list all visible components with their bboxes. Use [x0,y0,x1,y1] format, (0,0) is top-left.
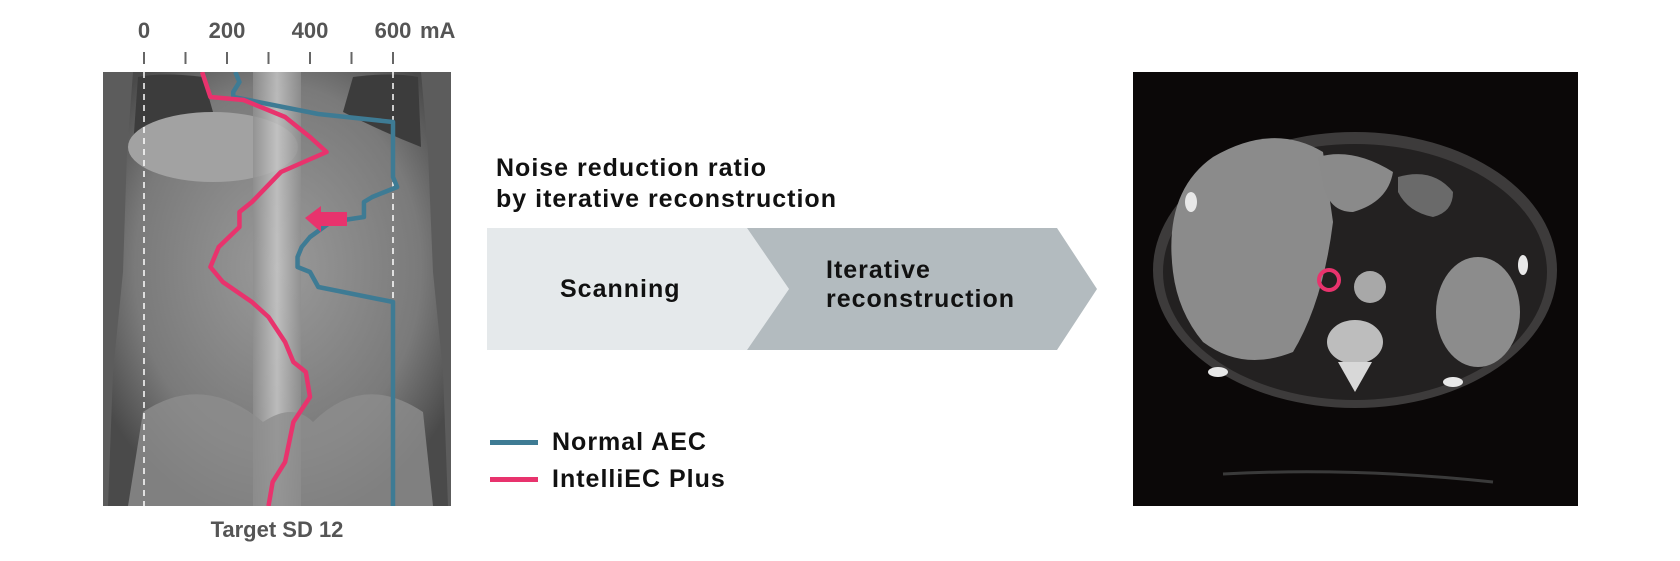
ct-rib-bottom-right [1443,377,1463,387]
flow-step-recon-label-line2: reconstruction [826,285,1016,313]
scanogram-image [103,72,451,506]
scale-tick-label-600: 600 [374,18,412,43]
scanogram-illustration [103,72,451,506]
ct-rib-right [1518,255,1528,275]
ct-vertebra-process [1338,362,1372,392]
scale-unit-label: mA [420,18,456,43]
legend-item-normal-aec: Normal AEC [490,427,707,457]
noise-reduction-title: Noise reduction ratio by iterative recon… [496,153,837,215]
ct-illustration [1153,132,1557,484]
scanogram-pelvis [128,394,433,506]
ct-liver [1171,138,1333,360]
roi-ring-icon [1317,268,1341,292]
ct-table-line [1222,470,1494,484]
legend-label-intelliec-plus: IntelliEC Plus [552,464,726,493]
series-line-intelliec-plus [199,72,329,506]
legend-swatch-intelliec-plus [490,476,538,482]
legend-label-normal-aec: Normal AEC [552,427,707,456]
noise-reduction-title-line2: by iterative reconstruction [496,185,837,213]
ct-rib-left [1185,192,1197,212]
flow-step-scanning [487,228,789,350]
ct-rib-bottom-left [1208,367,1228,377]
ct-vertebra-body [1327,320,1383,364]
ct-stomach [1398,174,1453,217]
flow-step-recon-label: Iterative reconstruction [826,256,1015,314]
dose-scale-axis [143,52,394,64]
ct-kidney [1436,257,1520,367]
scanogram-lung-right [343,74,421,147]
scale-tick-label-400: 400 [291,18,329,43]
scale-tick-label-200: 200 [208,18,246,43]
flow-step-scanning-label: Scanning [560,275,681,303]
flow-step-iterative-reconstruction [747,228,1097,350]
flow-step-recon-label-line1: Iterative [826,256,931,284]
direction-arrow [305,206,347,232]
legend-swatch-normal-aec [490,439,538,445]
ct-axial-image [1133,72,1578,506]
scanogram-caption: Target SD 12 [210,517,344,542]
scale-tick-label-0: 0 [137,18,151,43]
ct-aorta [1354,271,1386,303]
legend-item-intelliec-plus: IntelliEC Plus [490,464,726,494]
ct-liver-lobe [1318,154,1393,212]
noise-reduction-title-line1: Noise reduction ratio [496,154,768,182]
series-line-normal-aec [230,72,400,506]
process-flow-arrow [487,228,1097,350]
